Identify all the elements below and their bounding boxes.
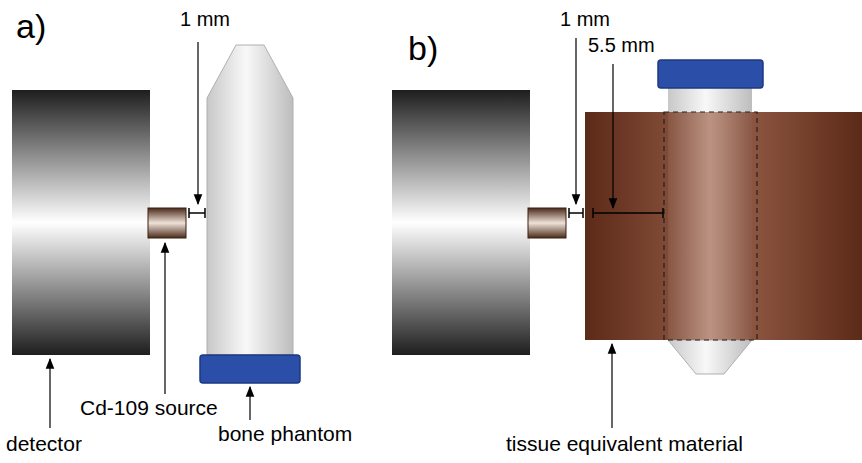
gap-dimension xyxy=(569,208,583,218)
source-capsule xyxy=(148,208,186,238)
dimension-label: 1 mm xyxy=(180,8,230,30)
tube-tip xyxy=(668,340,752,374)
part-label: detector xyxy=(6,432,82,455)
detector-body xyxy=(12,90,150,355)
leader-lines xyxy=(50,42,250,428)
detector-body xyxy=(392,90,530,355)
tube-cap xyxy=(200,355,300,383)
tube-outline xyxy=(664,112,757,340)
panel-letter: b) xyxy=(408,30,438,67)
part-label: bone phantom xyxy=(218,422,352,445)
panel-letter: a) xyxy=(16,8,46,45)
source-capsule xyxy=(528,208,566,238)
bone-phantom-tube xyxy=(207,45,293,355)
tube-cap xyxy=(658,60,763,88)
leader-lines xyxy=(576,38,613,428)
embedded-tube xyxy=(668,112,752,340)
part-label: Cd-109 source xyxy=(80,396,218,419)
dimension-label: 5.5 mm xyxy=(588,34,655,56)
depth-dimension xyxy=(593,208,663,218)
gap-dimension xyxy=(189,208,205,218)
dimension-label: 1 mm xyxy=(560,8,610,30)
tissue-block xyxy=(585,112,862,340)
part-label: tissue equivalent material xyxy=(506,432,743,455)
